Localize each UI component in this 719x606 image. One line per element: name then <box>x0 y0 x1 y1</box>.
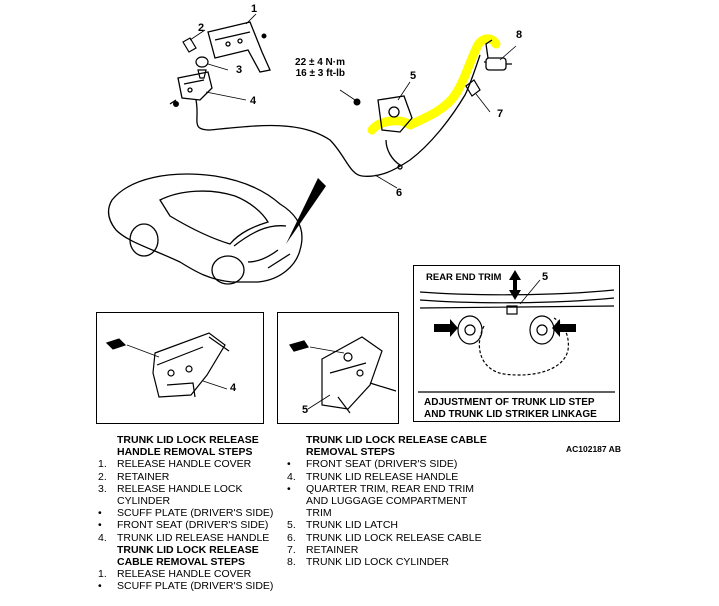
callout-3: 3 <box>236 64 243 76</box>
torque-metric: 22 ± 4 N·m <box>295 57 345 68</box>
callout-1: 1 <box>251 3 258 15</box>
figure-code: AC102187 AB <box>566 444 621 454</box>
step-text: SCUFF PLATE (DRIVER'S SIDE) <box>117 580 274 593</box>
right-heading-cable: TRUNK LID LOCK RELEASE CABLE REMOVAL STE… <box>306 434 487 459</box>
step-text: FRONT SEAT (DRIVER'S SIDE) <box>306 458 458 471</box>
adjust-arrows <box>434 270 576 337</box>
callout-7: 7 <box>497 108 504 120</box>
retainer-7-part <box>465 79 481 97</box>
step-text: QUARTER TRIM, REAR END TRIM AND LUGGAGE … <box>306 482 475 520</box>
adjustment-panel: REAR END TRIM 5 ADJUSTMENT OF TRUNK LID … <box>413 265 620 422</box>
left-heading-handle: TRUNK LID LOCK RELEASE HANDLE REMOVAL ST… <box>117 434 259 459</box>
adjustment-caption: ADJUSTMENT OF TRUNK LID STEP AND TRUNK L… <box>424 397 597 420</box>
detail-handle-drawing <box>105 332 230 398</box>
callout-5: 5 <box>410 70 417 82</box>
left-heading-cable: TRUNK LID LOCK RELEASE CABLE REMOVAL STE… <box>117 543 259 569</box>
detail-mid-callout-5: 5 <box>302 404 309 416</box>
leader-lines <box>189 13 517 189</box>
callout-4: 4 <box>250 95 257 107</box>
adjustment-drawing <box>418 270 615 393</box>
lock-cylinder-8-part <box>484 39 512 71</box>
step-item: 8. TRUNK LID LOCK CYLINDER <box>287 556 487 568</box>
step-marker: • <box>98 519 102 532</box>
step-text: RELEASE HANDLE COVER <box>117 568 252 581</box>
step-item: • QUARTER TRIM, REAR END TRIM AND LUGGAGE… <box>287 483 487 520</box>
torque-imperial: 16 ± 3 ft-lb <box>295 68 345 79</box>
step-text: RELEASE HANDLE COVER <box>117 458 252 471</box>
step-marker: • <box>98 507 102 520</box>
step-text: TRUNK LID RELEASE HANDLE <box>306 470 459 483</box>
callout-8: 8 <box>516 29 523 41</box>
right-items-cable: • FRONT SEAT (DRIVER'S SIDE) 4. TRUNK LID R… <box>287 458 487 568</box>
step-item: • FRONT SEAT (DRIVER'S SIDE) <box>98 519 278 531</box>
detail-latch-panel: 5 <box>277 312 399 424</box>
callout-2: 2 <box>198 22 205 34</box>
step-text: RETAINER <box>117 470 170 483</box>
step-item: 5. TRUNK LID LATCH <box>287 519 487 531</box>
rear-end-trim-label: REAR END TRIM <box>426 272 502 283</box>
step-text: TRUNK LID LOCK RELEASE CABLE <box>306 531 482 544</box>
lock-cylinder-part <box>195 56 209 79</box>
step-item: 7. RETAINER <box>287 544 487 556</box>
step-text: RELEASE HANDLE LOCK CYLINDER <box>117 482 243 508</box>
detail-latch-drawing <box>289 336 397 414</box>
step-text: TRUNK LID LOCK CYLINDER <box>306 556 449 569</box>
step-marker: 3. <box>98 482 107 495</box>
retainer-part <box>182 37 197 53</box>
left-items-cable: 1. RELEASE HANDLE COVER • SCUFF PLATE (DRIV… <box>98 568 278 592</box>
right-steps-column: TRUNK LID LOCK RELEASE CABLE REMOVAL STE… <box>287 434 487 568</box>
left-items-handle: 1. RELEASE HANDLE COVER 2. RETAINER 3. RELEAS… <box>98 458 278 543</box>
step-text: SCUFF PLATE (DRIVER'S SIDE) <box>117 507 274 520</box>
pointer-wedge <box>286 178 326 244</box>
step-marker: 4. <box>287 470 296 483</box>
step-text: TRUNK LID LATCH <box>306 519 398 532</box>
step-text: FRONT SEAT (DRIVER'S SIDE) <box>117 519 269 532</box>
highlight-marker <box>367 34 501 135</box>
step-marker: 4. <box>98 531 107 544</box>
step-item: • FRONT SEAT (DRIVER'S SIDE) <box>287 458 487 470</box>
step-marker: • <box>287 482 291 495</box>
step-item: 4. TRUNK LID RELEASE HANDLE <box>287 471 487 483</box>
step-marker: 1. <box>98 568 107 581</box>
bolts <box>173 33 361 107</box>
step-item: 2. RETAINER <box>98 471 278 483</box>
detail-right-callout-5: 5 <box>542 271 549 283</box>
car-illustration <box>107 173 303 285</box>
step-item: • SCUFF PLATE (DRIVER'S SIDE) <box>98 580 278 592</box>
step-marker: 5. <box>287 519 296 532</box>
torque-spec: 22 ± 4 N·m 16 ± 3 ft-lb <box>283 57 345 79</box>
left-steps-column: TRUNK LID LOCK RELEASE HANDLE REMOVAL ST… <box>98 434 278 593</box>
step-item: 1. RELEASE HANDLE COVER <box>98 568 278 580</box>
step-marker: 2. <box>98 470 107 483</box>
release-handle-cover <box>207 21 271 73</box>
exploded-view <box>107 13 517 285</box>
step-marker: 1. <box>98 458 107 471</box>
step-text: TRUNK LID RELEASE HANDLE <box>117 531 270 544</box>
step-item: 3. RELEASE HANDLE LOCK CYLINDER <box>98 483 278 507</box>
step-marker: 7. <box>287 543 296 556</box>
step-marker: • <box>287 458 291 471</box>
step-item: 6. TRUNK LID LOCK RELEASE CABLE <box>287 532 487 544</box>
step-item: • SCUFF PLATE (DRIVER'S SIDE) <box>98 507 278 519</box>
step-item: 1. RELEASE HANDLE COVER <box>98 458 278 470</box>
step-item: 4. TRUNK LID RELEASE HANDLE <box>98 532 278 544</box>
detail-handle-panel: 4 <box>96 312 264 424</box>
detail-left-callout-4: 4 <box>230 382 237 394</box>
callout-6: 6 <box>396 187 403 199</box>
step-text: RETAINER <box>306 543 359 556</box>
step-marker: • <box>98 580 102 593</box>
step-marker: 8. <box>287 556 296 569</box>
trunk-lid-latch-part <box>377 95 413 170</box>
step-marker: 6. <box>287 531 296 544</box>
release-handle-part <box>169 54 481 177</box>
